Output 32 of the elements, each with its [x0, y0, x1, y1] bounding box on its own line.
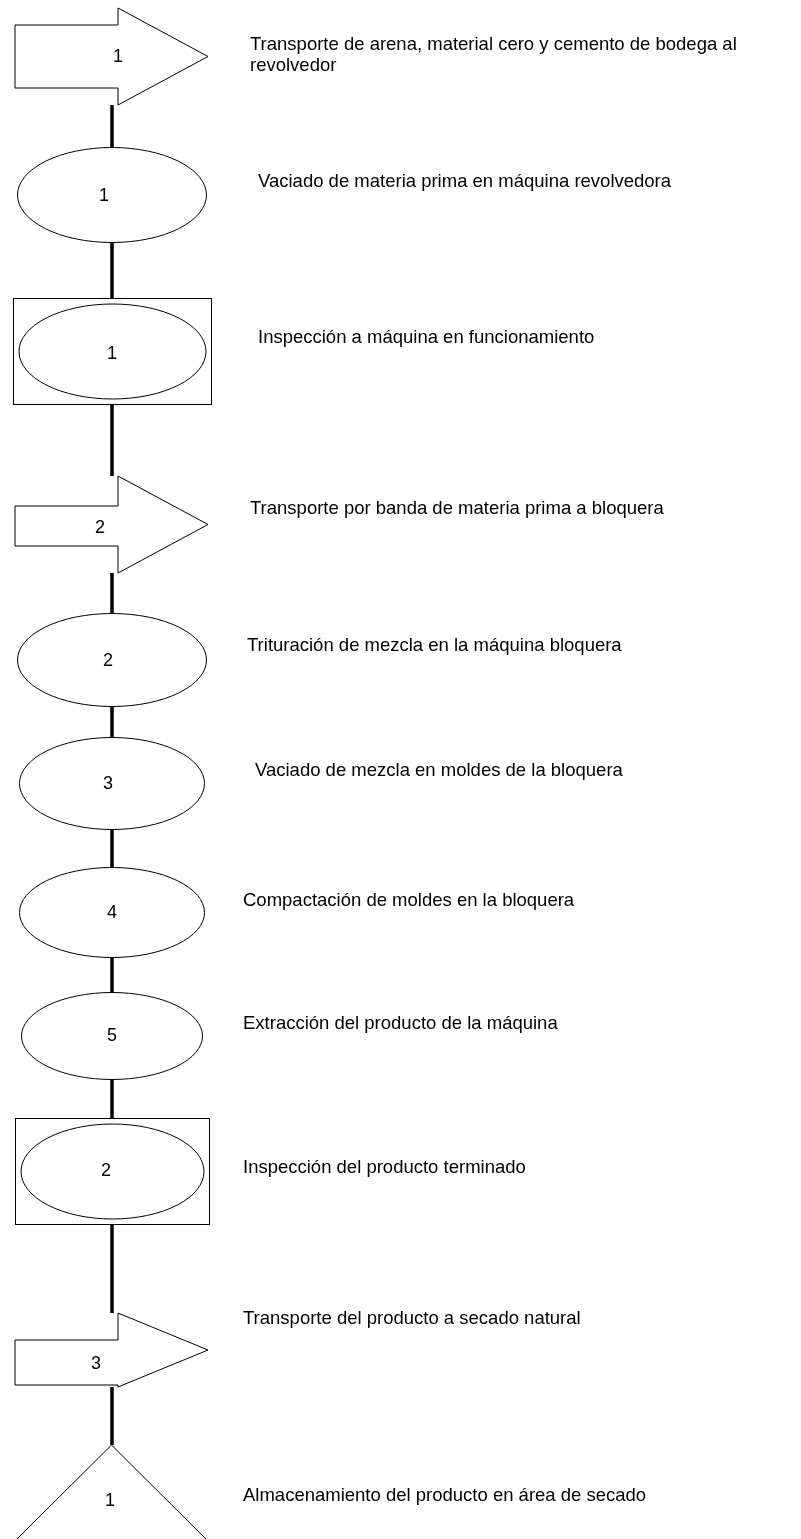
step-number: 3: [91, 1353, 101, 1373]
step-description: Vaciado de materia prima en máquina revolvedora: [258, 170, 673, 191]
connector-line: [110, 1225, 114, 1313]
connector-line: [110, 830, 114, 867]
connector-line: [110, 958, 114, 992]
connector-line: [110, 707, 114, 737]
step-description: Inspección a máquina en funcionamiento: [258, 326, 596, 347]
step-number: 2: [101, 1160, 111, 1180]
connector-line: [110, 573, 114, 613]
step-description: Compactación de moldes en la bloquera: [243, 889, 576, 910]
step-number: 1: [113, 46, 123, 66]
step-number: 1: [99, 185, 109, 205]
step-number: 1: [105, 1490, 115, 1510]
step-number: 3: [103, 773, 113, 793]
step-description: Vaciado de mezcla en moldes de la bloquera: [255, 759, 624, 780]
step-description: Inspección del producto terminado: [243, 1156, 527, 1177]
connector-line: [110, 105, 114, 147]
step-description: Transporte de arena, material cero y cemento de bodega al revolvedor: [250, 33, 738, 75]
connector-line: [110, 1080, 114, 1118]
connector-line: [110, 405, 114, 476]
step-number: 4: [107, 902, 117, 922]
connector-line: [110, 243, 114, 298]
step-description: Trituración de mezcla en la máquina bloquera: [247, 634, 623, 655]
step-number: 2: [95, 517, 105, 537]
step-number: 2: [103, 650, 113, 670]
step-description: Transporte del producto a secado natural: [243, 1307, 582, 1328]
step-description: Transporte por banda de materia prima a bloquera: [250, 497, 665, 518]
connector-line: [110, 1387, 114, 1445]
step-description: Almacenamiento del producto en área de secado: [243, 1484, 648, 1505]
step-number: 5: [107, 1025, 117, 1045]
step-description: Extracción del producto de la máquina: [243, 1012, 559, 1033]
step-number: 1: [107, 343, 117, 363]
